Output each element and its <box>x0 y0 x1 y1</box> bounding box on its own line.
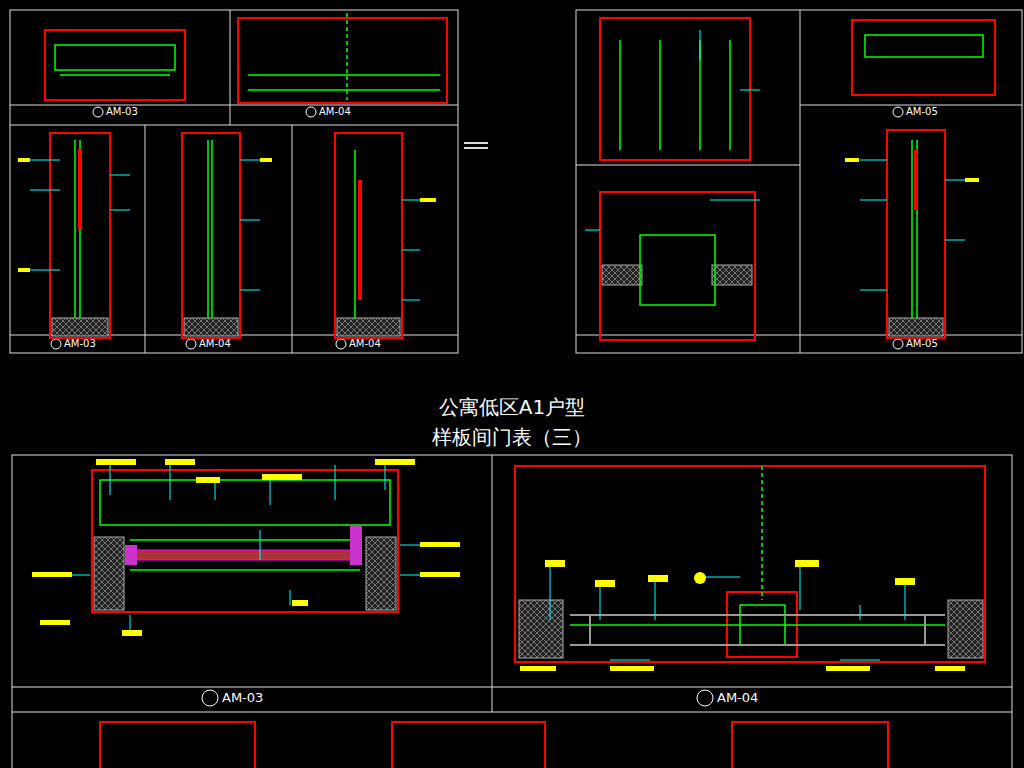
detail-tag: AM-05 <box>906 106 938 117</box>
detail-tag: AM-03 <box>64 338 96 349</box>
detail-tag: AM-04 <box>717 690 758 705</box>
sheet-title: 公寓低区A1户型 样板间门表（三） <box>402 392 622 452</box>
detail-tag: AM-04 <box>319 106 351 117</box>
detail-tag: AM-04 <box>349 338 381 349</box>
detail-tag: AM-05 <box>906 338 938 349</box>
detail-tag: AM-03 <box>222 690 263 705</box>
detail-tag: AM-03 <box>106 106 138 117</box>
detail-tag: AM-04 <box>199 338 231 349</box>
